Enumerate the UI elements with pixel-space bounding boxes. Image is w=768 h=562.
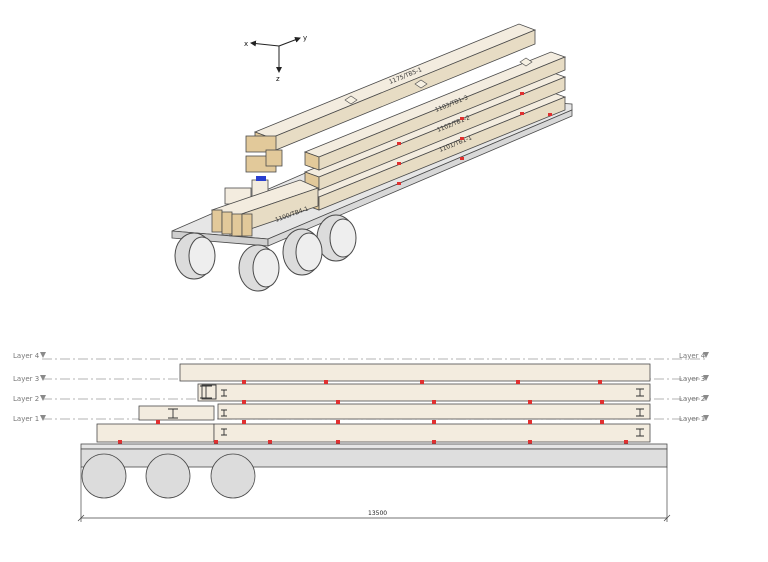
lifting-point: [519, 57, 533, 67]
wheel-hub: [188, 236, 216, 276]
side-wheels: [81, 453, 256, 499]
wheel-hub: [295, 232, 323, 272]
dimension-label: 13500: [368, 510, 387, 517]
wheel-hub: [252, 248, 280, 288]
axis-y-label: y: [303, 34, 307, 42]
iso-support-markers: [397, 92, 552, 185]
side-beams: [96, 363, 651, 443]
layer-1-label-right: Layer 1: [679, 415, 705, 423]
axis-z-label: z: [276, 75, 280, 83]
wheel: [210, 453, 256, 499]
layer-markers-left: [40, 352, 46, 421]
layer-labels-right: Layer 4 Layer 3 Layer 2 Layer 1: [679, 352, 706, 423]
axis-triad: x y z: [244, 34, 307, 83]
beam-short-layer1: [96, 423, 215, 443]
layer-labels-left: Layer 4 Layer 3 Layer 2 Layer 1: [13, 352, 40, 423]
beam-short-layer2: [138, 405, 215, 421]
beam-layer1: [213, 423, 651, 443]
layer-3-label-right: Layer 3: [679, 375, 705, 383]
lifting-point: [414, 79, 428, 89]
trailer-deck-top: [80, 443, 668, 450]
layer-4-label-right: Layer 4: [679, 352, 706, 360]
layer-1-label-left: Layer 1: [13, 415, 39, 423]
iso-beam-layer1: 1101/TB1-1: [303, 91, 567, 211]
layer-markers-right: [703, 352, 709, 421]
lifting-point: [344, 95, 358, 105]
layer-2-label-right: Layer 2: [679, 395, 705, 403]
wheel: [145, 453, 191, 499]
wheel-hub: [329, 218, 357, 258]
iso-beam-front: 1100/TB4-1: [210, 179, 320, 237]
layer-3-label-left: Layer 3: [13, 375, 39, 383]
side-profiles: [168, 384, 644, 437]
beam-layer2: [217, 403, 651, 420]
beam-layer4: [179, 363, 651, 382]
trailer-deck-side: [267, 109, 573, 247]
layer-4-label-left: Layer 4: [13, 352, 40, 360]
iso-beam-layer3: 1103/TB1-3: [303, 51, 567, 171]
axis-x-label: x: [244, 40, 248, 48]
layer-2-label-left: Layer 2: [13, 395, 39, 403]
side-view: Layer 4 Layer 3 Layer 2 Layer 1 Layer 4 …: [13, 352, 709, 522]
iso-wheels: [174, 214, 357, 292]
beam-layer3: [197, 383, 651, 402]
axis-marker: [256, 176, 266, 181]
side-support-markers: [118, 380, 628, 444]
isometric-view: x y z 1101/TB1-1: [171, 23, 573, 292]
wheel: [81, 453, 127, 499]
dimension-line: [77, 467, 671, 522]
